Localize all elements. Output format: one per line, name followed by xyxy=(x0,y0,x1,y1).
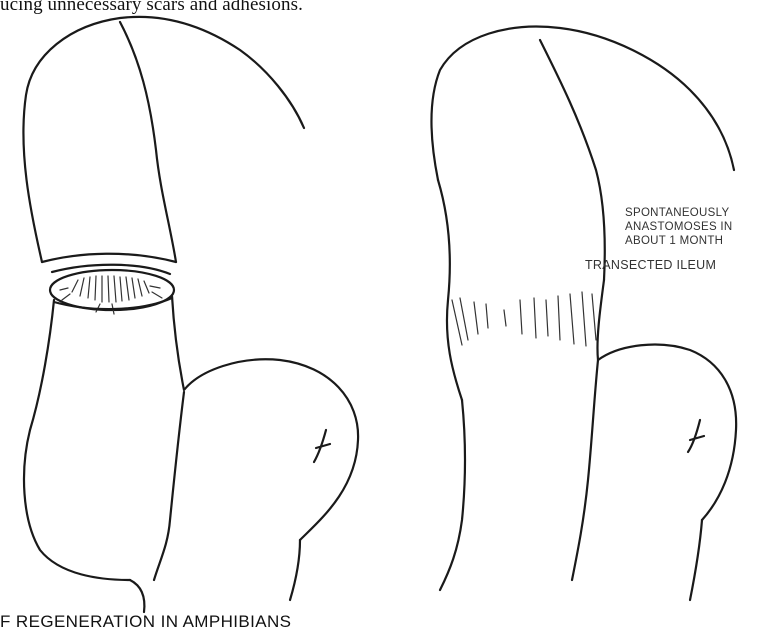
anastomosis-label-line-3: ABOUT 1 MONTH xyxy=(625,234,733,248)
anastomosed-ileum-drawing xyxy=(432,27,737,600)
transected-ileum-label: TRANSECTED ILEUM xyxy=(585,258,716,272)
figure-caption: F REGENERATION IN AMPHIBIANS xyxy=(0,612,291,632)
anastomosis-label-line-1: SPONTANEOUSLY xyxy=(625,206,733,220)
anastomosis-marks xyxy=(452,292,596,346)
anastomosis-label-line-2: ANASTOMOSES IN xyxy=(625,220,733,234)
anastomosis-label: SPONTANEOUSLY ANASTOMOSES IN ABOUT 1 MON… xyxy=(625,206,733,248)
transected-ileum-drawing xyxy=(23,17,358,612)
